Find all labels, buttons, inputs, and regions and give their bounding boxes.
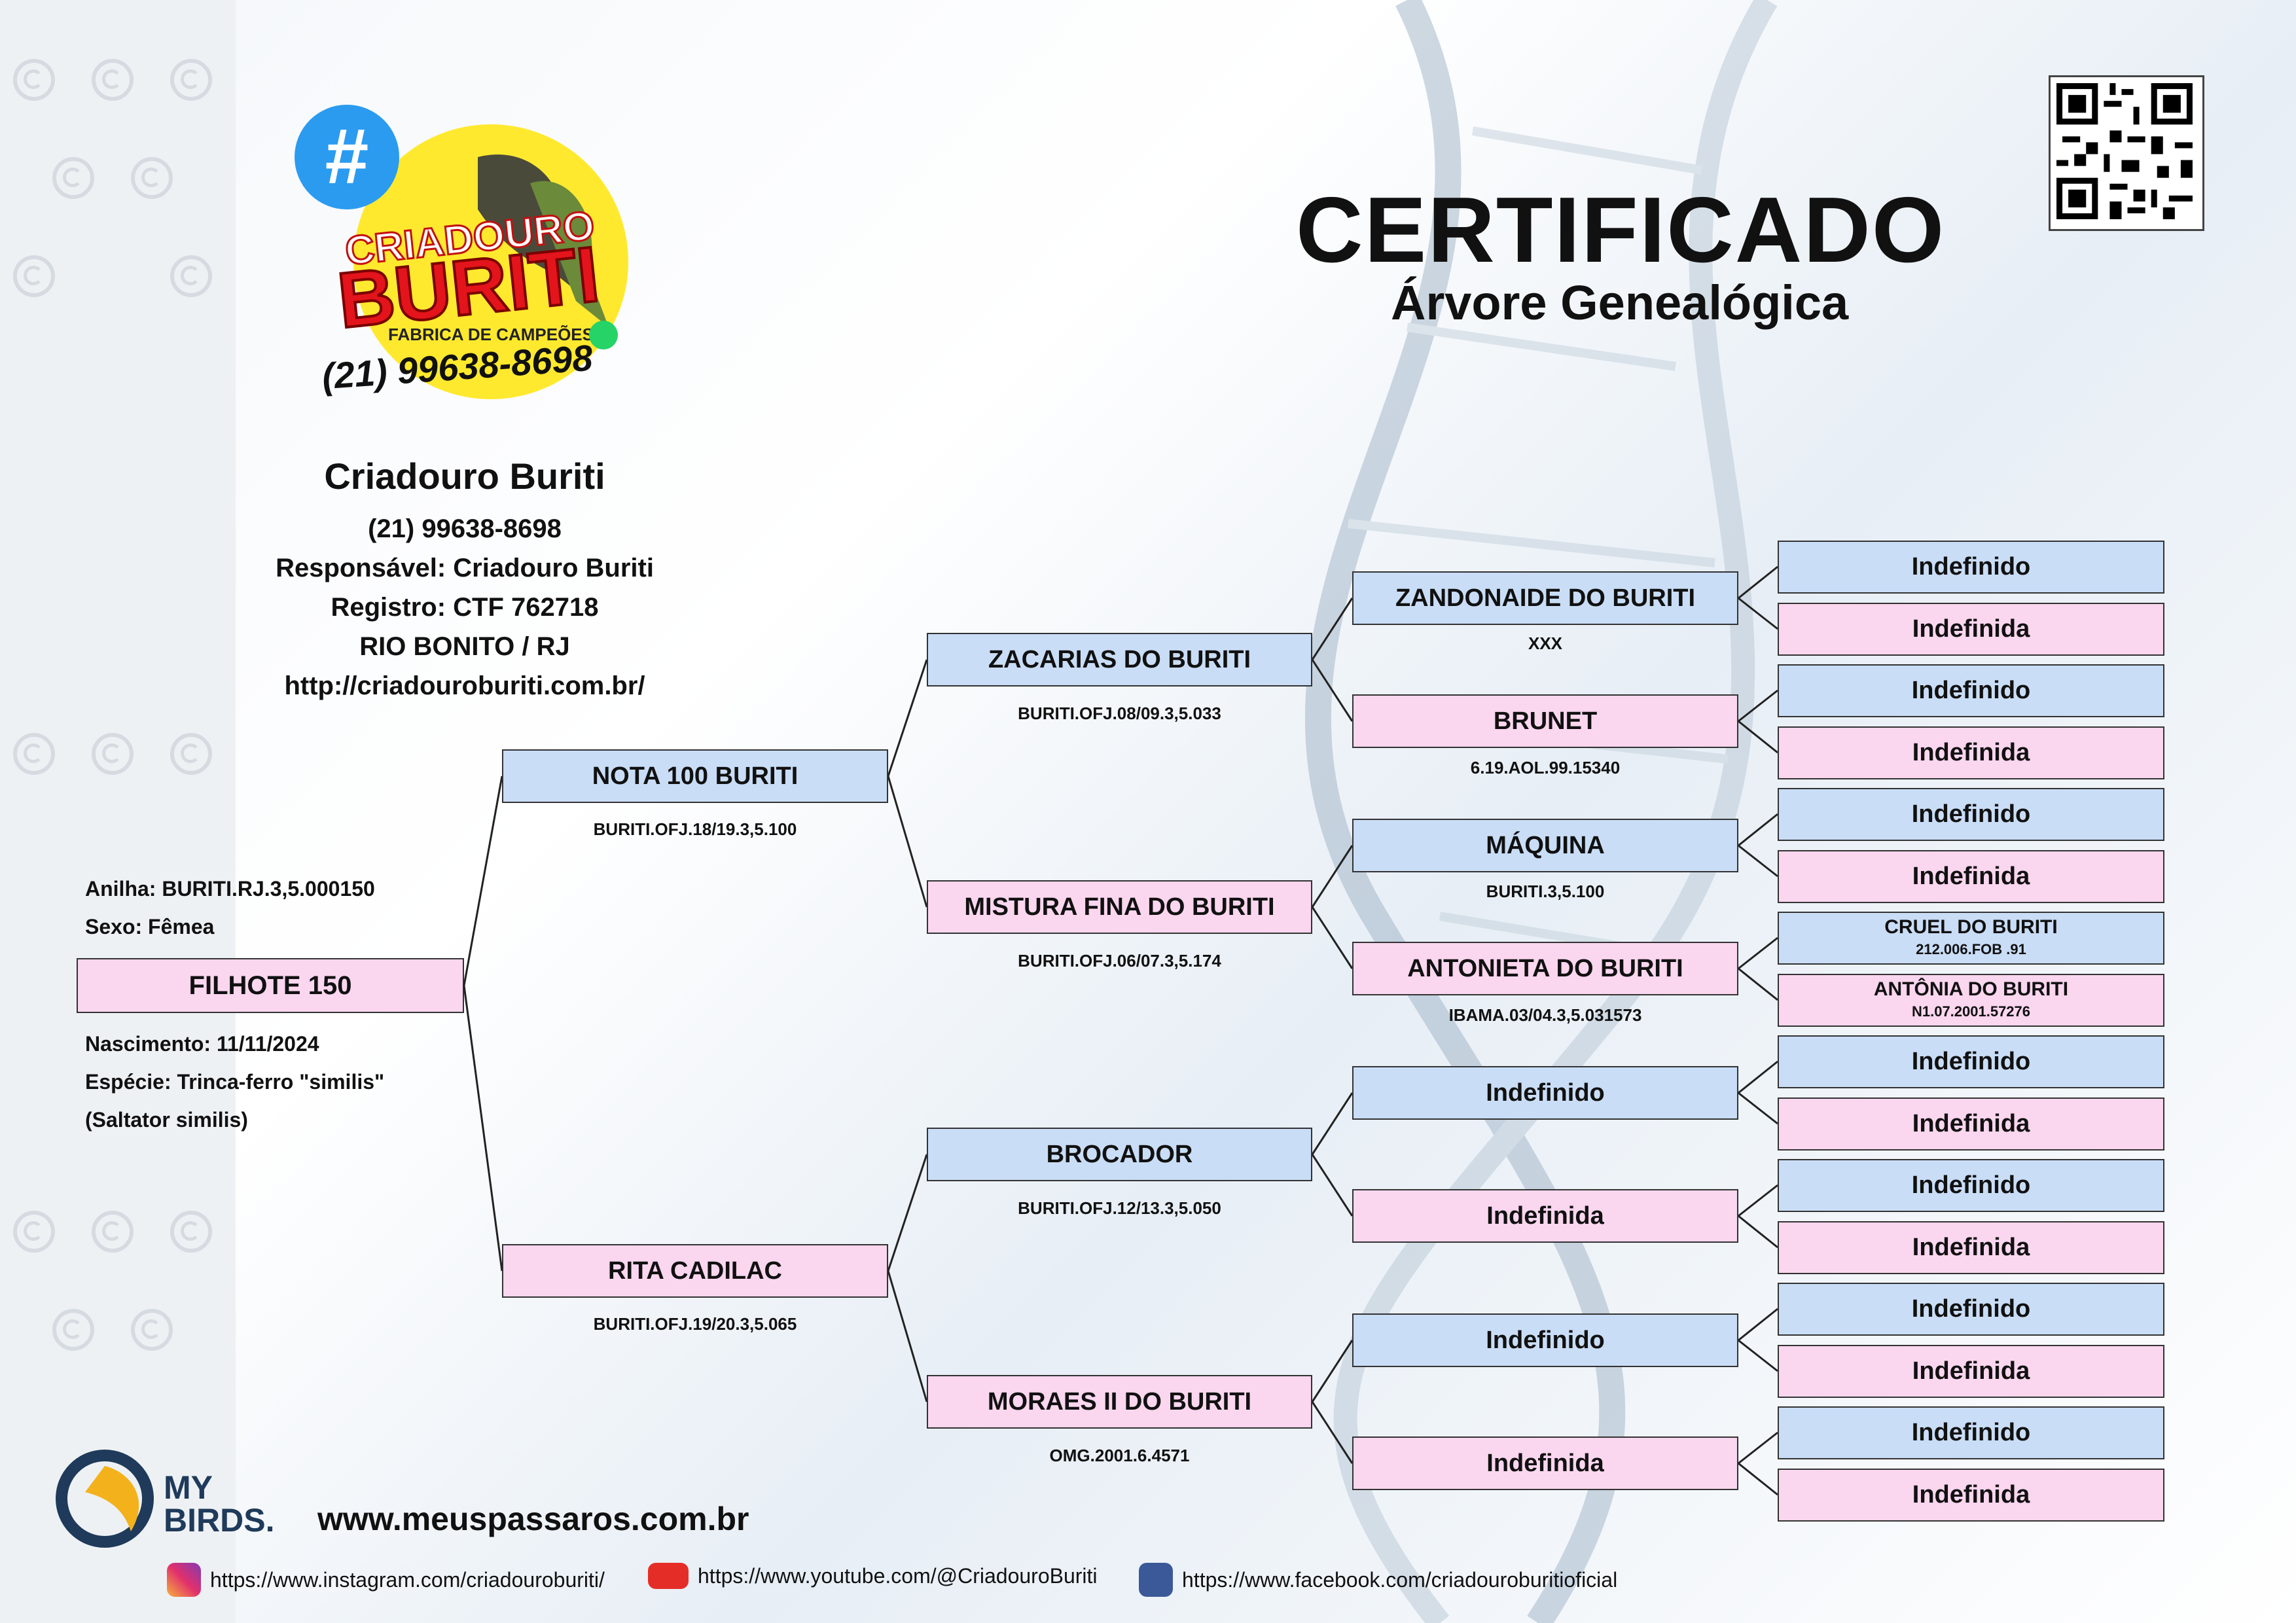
pedigree-gen4: Indefinido (1778, 1283, 2164, 1336)
pedigree-gen4: Indefinida (1778, 1221, 2164, 1274)
pedigree-grandparent-ring: BURITI.OFJ.08/09.3,5.033 (1018, 704, 1221, 723)
logo-hash: # (325, 113, 369, 200)
pedigree-grandparent-ring: OMG.2001.6.4571 (1049, 1446, 1190, 1465)
instagram-url[interactable]: https://www.instagram.com/criadouroburit… (210, 1567, 605, 1592)
pedigree-great-grandparent: ZANDONAIDE DO BURITI (1352, 571, 1738, 625)
pedigree-gen4: Indefinido (1778, 1406, 2164, 1459)
breeder-name: Criadouro Buriti (324, 455, 605, 497)
pedigree-gen4: CRUEL DO BURITI 212.006.FOB .91 (1778, 912, 2164, 965)
pedigree-gen4: Indefinido (1778, 664, 2164, 717)
pedigree-grandparent-ring: BURITI.OFJ.06/07.3,5.174 (1018, 951, 1221, 971)
pedigree-gen4: Indefinida (1778, 850, 2164, 903)
pedigree-gen4: Indefinida (1778, 726, 2164, 779)
pedigree-great-grandparent: Indefinido (1352, 1066, 1738, 1120)
pedigree-gen4: Indefinido (1778, 1035, 2164, 1088)
swirl-pattern-icon (170, 59, 212, 101)
pedigree-gen4: Indefinida (1778, 1097, 2164, 1150)
swirl-pattern-icon (170, 1211, 212, 1253)
swirl-pattern-icon (170, 255, 212, 297)
pedigree-gen4-ring: N1.07.2001.57276 (1911, 1003, 2031, 1020)
qr-code[interactable] (2049, 75, 2204, 231)
pedigree-great-grandparent-ring: XXX (1528, 633, 1563, 653)
pedigree-gen4: Indefinido (1778, 541, 2164, 594)
breeder-responsavel: Responsável: Criadouro Buriti (276, 554, 654, 582)
pedigree-gen4-name: CRUEL DO BURITI (1884, 916, 2058, 938)
pedigree-grandparent: ZACARIAS DO BURITI (927, 633, 1312, 687)
pedigree-grandparent: BROCADOR (927, 1128, 1312, 1181)
breeder-cidade: RIO BONITO / RJ (359, 632, 570, 661)
facebook-link[interactable]: https://www.facebook.com/criadouroburiti… (1139, 1563, 1617, 1597)
swirl-pattern-icon (131, 157, 173, 199)
subject-box: FILHOTE 150 (77, 958, 464, 1013)
pedigree-great-grandparent: Indefinida (1352, 1436, 1738, 1490)
pedigree-great-grandparent: Indefinida (1352, 1189, 1738, 1243)
swirl-pattern-icon (52, 157, 94, 199)
bird-especie: Espécie: Trinca-ferro "similis" (85, 1070, 385, 1094)
instagram-icon (167, 1563, 201, 1597)
mybirds-brand1: MY (164, 1469, 213, 1506)
pedigree-father: NOTA 100 BURITI (502, 749, 888, 803)
pedigree-gen4: Indefinida (1778, 1345, 2164, 1398)
swirl-pattern-icon (131, 1309, 173, 1351)
breeder-info: Criadouro Buriti (21) 99638-8698 Respons… (236, 455, 694, 705)
breeder-phone: (21) 99638-8698 (368, 514, 562, 543)
swirl-pattern-icon (13, 1211, 55, 1253)
facebook-url[interactable]: https://www.facebook.com/criadouroburiti… (1182, 1567, 1618, 1592)
bird-cientifico: (Saltator similis) (85, 1108, 248, 1132)
pedigree-grandparent: MORAES II DO BURITI (927, 1375, 1312, 1429)
swirl-pattern-icon (92, 733, 134, 775)
pedigree-father-ring: BURITI.OFJ.18/19.3,5.100 (593, 819, 797, 839)
swirl-pattern-icon (52, 1309, 94, 1351)
instagram-link[interactable]: https://www.instagram.com/criadouroburit… (167, 1563, 605, 1597)
pedigree-great-grandparent: MÁQUINA (1352, 819, 1738, 872)
swirl-pattern-icon (170, 733, 212, 775)
pedigree-mother: RITA CADILAC (502, 1244, 888, 1298)
pedigree-gen4-name: ANTÔNIA DO BURITI (1873, 978, 2069, 1000)
mybirds-logo: MY BIRDS. (52, 1446, 288, 1551)
pedigree-great-grandparent: ANTONIETA DO BURITI (1352, 942, 1738, 995)
bird-nascimento: Nascimento: 11/11/2024 (85, 1032, 319, 1056)
criadouro-buriti-logo: # CRIADOURO BURITI FABRICA DE CAMPEÕES (… (281, 105, 635, 406)
pedigree-great-grandparent-ring: IBAMA.03/04.3,5.031573 (1448, 1005, 1642, 1025)
pedigree-great-grandparent-ring: BURITI.3,5.100 (1486, 882, 1605, 901)
youtube-icon (648, 1563, 689, 1589)
footer-website-link[interactable]: www.meuspassaros.com.br (317, 1501, 749, 1537)
pedigree-great-grandparent: BRUNET (1352, 694, 1738, 748)
mybirds-brand2: BIRDS. (164, 1502, 274, 1539)
facebook-icon (1139, 1563, 1173, 1597)
left-pattern-strip (0, 0, 236, 1623)
pedigree-gen4: Indefinida (1778, 603, 2164, 656)
breeder-registro: Registro: CTF 762718 (331, 593, 599, 622)
logo-tagline: FABRICA DE CAMPEÕES (388, 325, 594, 344)
certificate-subtitle: Árvore Genealógica (1391, 276, 1849, 330)
swirl-pattern-icon (92, 59, 134, 101)
pedigree-gen4: Indefinido (1778, 1159, 2164, 1212)
certificate-title: CERTIFICADO (1296, 178, 1946, 282)
youtube-link[interactable]: https://www.youtube.com/@CriadouroBuriti (648, 1563, 1098, 1589)
pedigree-gen4: ANTÔNIA DO BURITI N1.07.2001.57276 (1778, 974, 2164, 1027)
pedigree-gen4: Indefinida (1778, 1469, 2164, 1522)
pedigree-grandparent-ring: BURITI.OFJ.12/13.3,5.050 (1018, 1198, 1221, 1218)
pedigree-gen4: Indefinido (1778, 788, 2164, 841)
bird-anilha: Anilha: BURITI.RJ.3,5.000150 (85, 877, 375, 901)
breeder-site-link[interactable]: http://criadouroburiti.com.br/ (284, 671, 645, 700)
youtube-url[interactable]: https://www.youtube.com/@CriadouroBuriti (698, 1563, 1098, 1588)
pedigree-grandparent: MISTURA FINA DO BURITI (927, 880, 1312, 934)
bird-sexo: Sexo: Fêmea (85, 915, 215, 938)
swirl-pattern-icon (13, 733, 55, 775)
pedigree-great-grandparent-ring: 6.19.AOL.99.15340 (1470, 758, 1621, 777)
pedigree-mother-ring: BURITI.OFJ.19/20.3,5.065 (593, 1314, 797, 1334)
pedigree-great-grandparent: Indefinido (1352, 1313, 1738, 1367)
pedigree-gen4-ring: 212.006.FOB .91 (1916, 940, 2026, 957)
swirl-pattern-icon (13, 255, 55, 297)
swirl-pattern-icon (92, 1211, 134, 1253)
swirl-pattern-icon (13, 59, 55, 101)
